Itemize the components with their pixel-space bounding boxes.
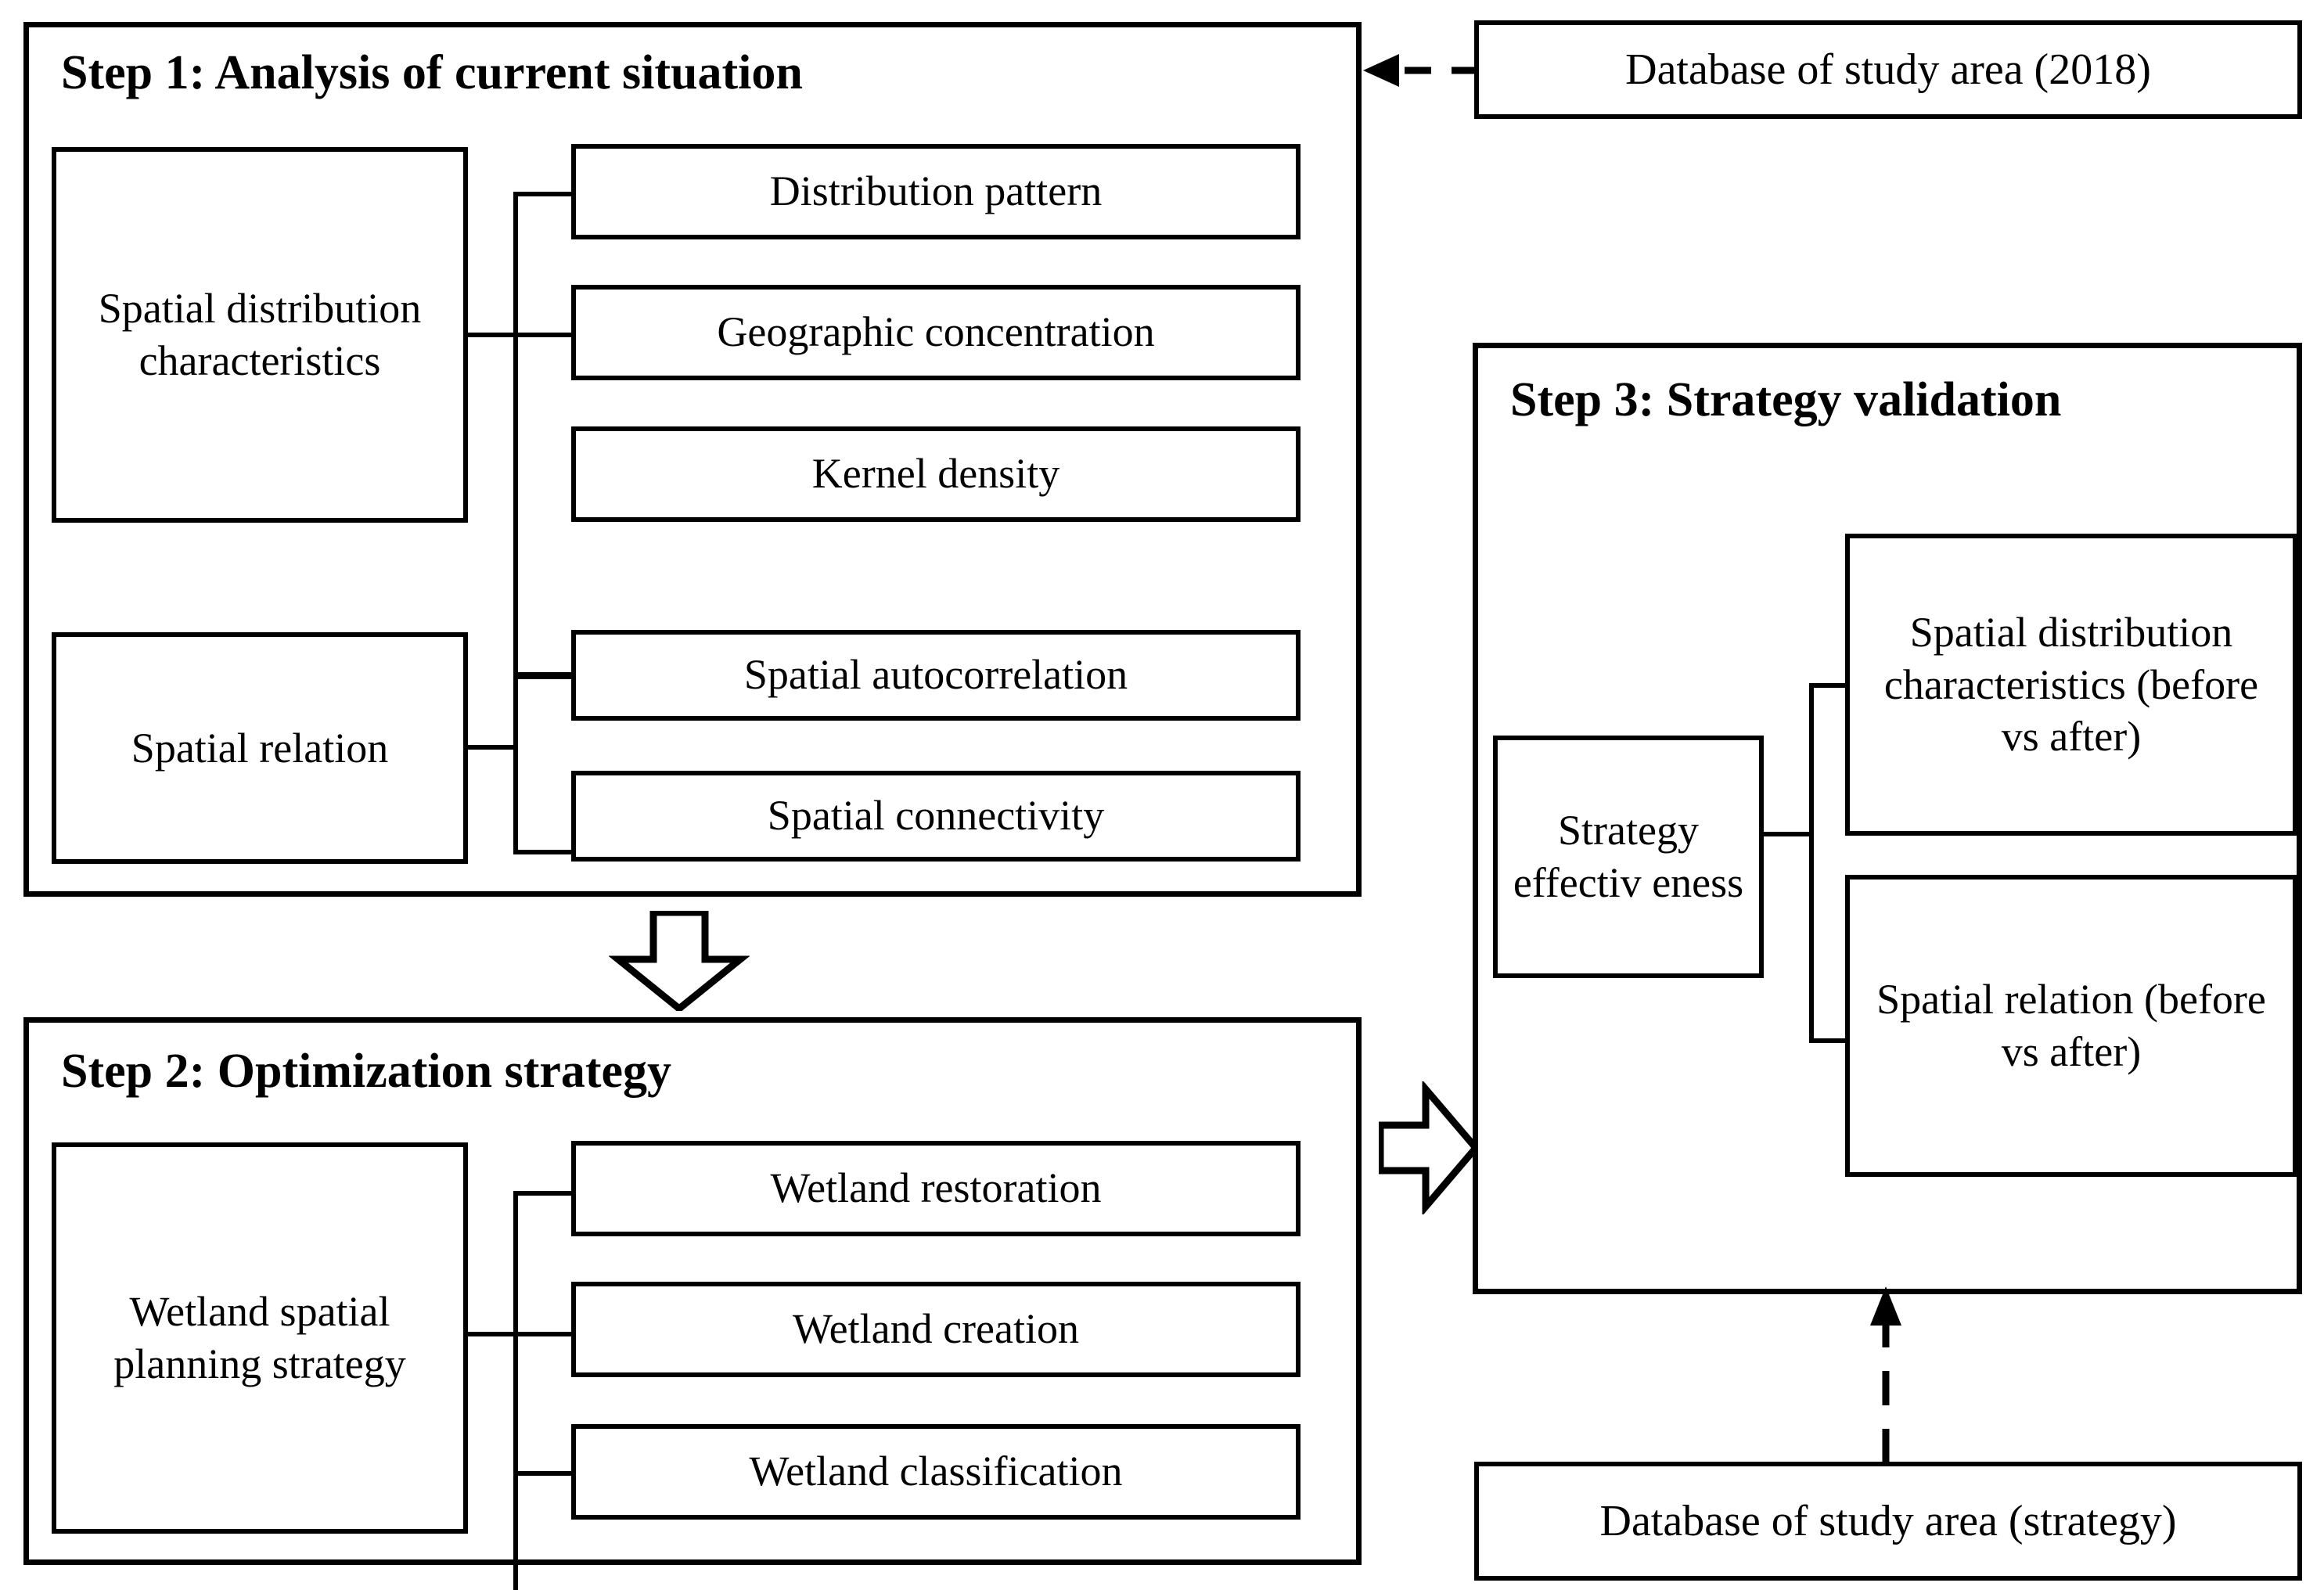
step2-child-wetland-restoration: Wetland restoration bbox=[571, 1141, 1301, 1236]
step3-groupa-branch-2 bbox=[1809, 1038, 1850, 1043]
step1-child-distribution-pattern: Distribution pattern bbox=[571, 144, 1301, 239]
step1-child-spatial-autocorrelation: Spatial autocorrelation bbox=[571, 630, 1301, 721]
arrow-step1-to-step2 bbox=[609, 911, 750, 1011]
step2-title: Step 2: Optimization strategy bbox=[61, 1045, 672, 1098]
database-2018-box: Database of study area (2018) bbox=[1474, 20, 2302, 119]
step2-child-wetland-creation: Wetland creation bbox=[571, 1282, 1301, 1377]
step3-groupa-spine bbox=[1809, 683, 1814, 1043]
step1-groupb-branch-1 bbox=[513, 674, 574, 679]
step2-groupa-branch-1 bbox=[513, 1191, 574, 1196]
database-strategy-box: Database of study area (strategy) bbox=[1474, 1462, 2302, 1581]
step1-groupa-branch-1 bbox=[513, 192, 574, 196]
step1-child-kernel-density: Kernel density bbox=[571, 426, 1301, 522]
arrow-step2-to-step3 bbox=[1379, 1081, 1480, 1214]
step3-groupa-stem bbox=[1762, 832, 1814, 836]
step1-title: Step 1: Analysis of current situation bbox=[61, 46, 803, 99]
step3-child-spatial-relation-before-after: Spatial relation (before vs after) bbox=[1845, 875, 2297, 1177]
step1-parent-spatial-distribution: Spatial distribution characteristics bbox=[52, 147, 468, 523]
step2-groupa-spine bbox=[513, 1191, 518, 1590]
step3-title: Step 3: Strategy validation bbox=[1510, 373, 2062, 426]
arrow-dbstrategy-to-step3 bbox=[1870, 1286, 1901, 1463]
step2-groupa-stem bbox=[466, 1332, 518, 1336]
step3-child-spatial-distribution-before-after: Spatial distribution characteristics (be… bbox=[1845, 534, 2297, 836]
step2-child-wetland-classification: Wetland classification bbox=[571, 1424, 1301, 1520]
step1-groupa-branch-2 bbox=[513, 333, 574, 337]
step3-parent-strategy-effectiveness: Strategy effectiv eness bbox=[1493, 736, 1764, 978]
step1-groupa-stem bbox=[466, 333, 518, 337]
arrow-db2018-to-step1 bbox=[1363, 54, 1478, 87]
step2-parent-wetland-planning: Wetland spatial planning strategy bbox=[52, 1142, 468, 1534]
step1-child-spatial-connectivity: Spatial connectivity bbox=[571, 771, 1301, 862]
step1-groupb-spine bbox=[513, 674, 518, 854]
step1-groupb-stem bbox=[466, 745, 518, 750]
step2-groupa-branch-3 bbox=[513, 1471, 574, 1476]
step1-parent-spatial-relation: Spatial relation bbox=[52, 632, 468, 864]
step1-groupb-branch-2 bbox=[513, 850, 574, 854]
step2-groupa-branch-2 bbox=[513, 1332, 574, 1336]
step1-groupa-spine bbox=[513, 192, 518, 677]
step1-child-geographic-concentration: Geographic concentration bbox=[571, 285, 1301, 380]
step3-groupa-branch-1 bbox=[1809, 683, 1850, 688]
